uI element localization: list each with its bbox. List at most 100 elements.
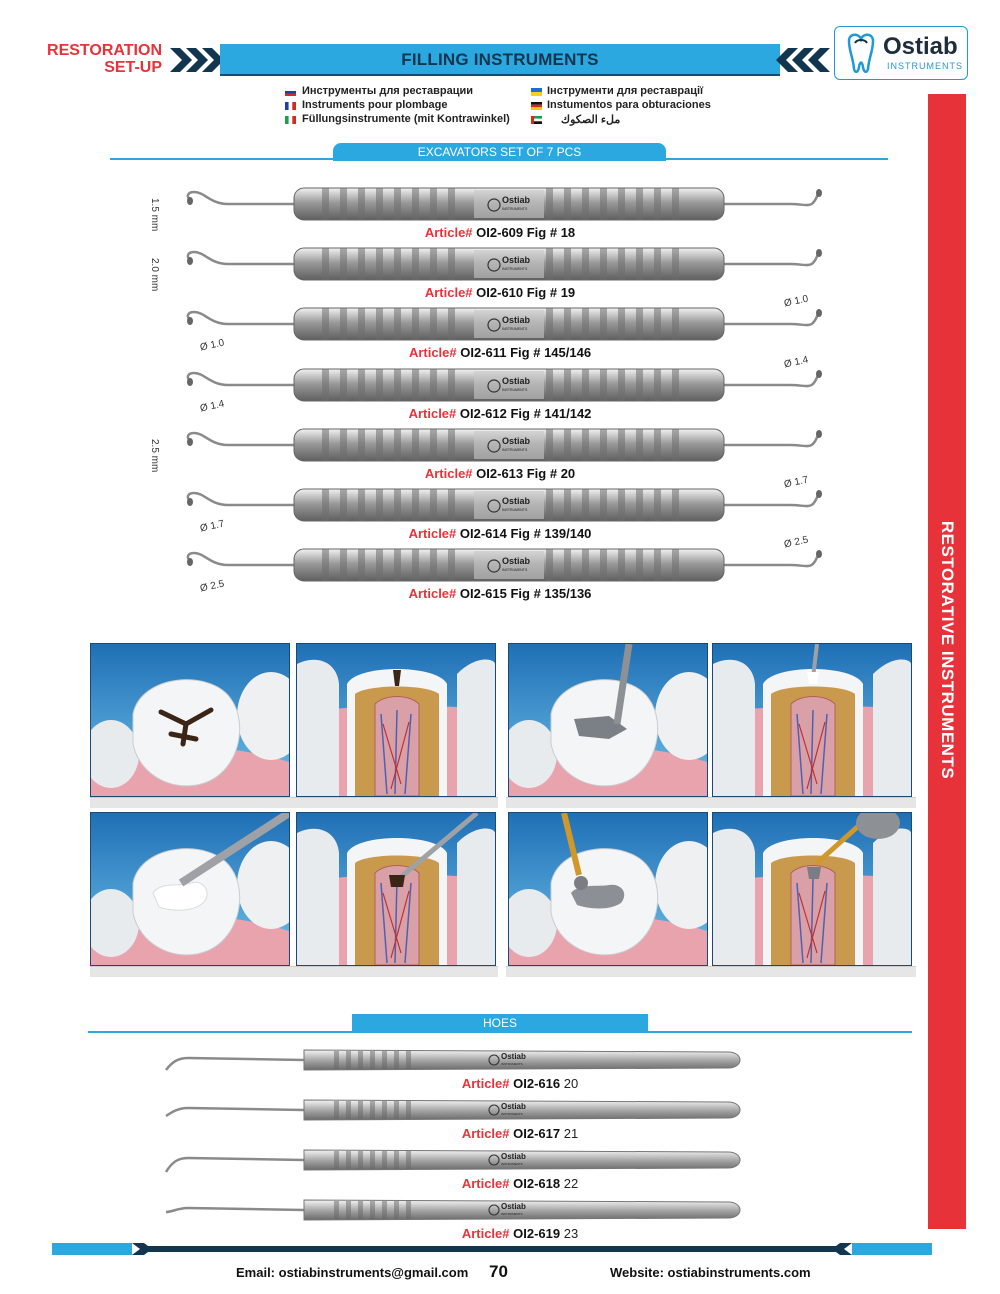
lang-fr: Instruments pour plombage [302,99,448,111]
handle-brand-text: Ostiab [502,255,531,265]
handle-brand-text: Ostiab [501,1052,526,1061]
tooth-section-illustration [712,812,912,966]
measurement-label: 2.5 mm [149,438,160,473]
handle-brand-text: Ostiab [501,1202,526,1211]
article-prefix: Article# [461,1226,514,1241]
article-label: Article# OI2-618 22 [400,1176,640,1191]
handle-brand-text: Ostiab [502,436,531,446]
article-label: Article# OI2-610 Fig # 19 [300,285,700,300]
handle-brand-text: Ostiab [501,1102,526,1111]
france-flag-icon [285,102,296,110]
section-label-line1: RESTORATION [47,42,162,59]
footer-email: Email: ostiabinstruments@gmail.com [236,1265,469,1280]
article-label: Article# OI2-615 Fig # 135/136 [300,586,700,601]
logo-name: Ostiab [883,33,958,60]
article-label: Article# OI2-612 Fig # 141/142 [300,406,700,421]
article-code: OI2-619 [513,1226,564,1241]
handle-brand-subtext: INSTRUMENTS [502,508,528,512]
lang-ar: ملء الصكوك [561,114,621,126]
figure-number: 20 [563,1076,579,1091]
section-label-line2: SET-UP [104,59,162,76]
tooth-section-illustration [712,643,912,797]
article-label: Article# OI2-614 Fig # 139/140 [300,526,700,541]
handle-brand-text: Ostiab [502,496,531,506]
ukraine-flag-icon [531,88,542,96]
logo-subtitle: INSTRUMENTS [887,61,963,71]
section-label: RESTORATION SET-UP [40,42,162,76]
article-code: OI2-616 [513,1076,564,1091]
article-code: OI2-613 Fig # 20 [476,465,576,481]
article-prefix: Article# [408,345,461,361]
handle-brand-text: Ostiab [501,1152,526,1161]
article-prefix: Article# [424,225,477,240]
germany-flag-icon [531,102,542,110]
header-title-bar: FILLING INSTRUMENTS [170,44,830,76]
article-label: Article# OI2-611 Fig # 145/146 [300,345,700,360]
article-code: OI2-618 [513,1176,564,1191]
article-label: Article# OI2-616 20 [400,1076,640,1091]
handle-brand-subtext: INSTRUMENTS [501,1212,523,1216]
page-title: FILLING INSTRUMENTS [401,50,599,69]
italy-flag-icon [285,116,296,124]
handle-brand-subtext: INSTRUMENTS [502,448,528,452]
article-prefix: Article# [461,1076,514,1091]
tooth-illustration [508,812,708,966]
section-divider [88,1031,912,1033]
brand-logo: Ostiab INSTRUMENTS [834,26,968,80]
figure-number: 22 [563,1176,579,1191]
hoes-heading: HOES [352,1014,648,1032]
handle-brand-text: Ostiab [502,376,531,386]
handle-brand-subtext: INSTRUMENTS [502,388,528,392]
handle-brand-subtext: INSTRUMENTS [501,1162,523,1166]
article-code: OI2-615 Fig # 135/136 [459,586,592,602]
panel-shelf [90,797,498,808]
article-code: OI2-614 Fig # 139/140 [459,526,592,541]
panel-shelf [506,966,916,977]
article-prefix: Article# [461,1176,514,1191]
panel-shelf [90,966,498,977]
chevron-right-icon [170,48,224,72]
article-prefix: Article# [408,586,460,602]
article-code: OI2-611 Fig # 145/146 [460,345,592,361]
handle-brand-subtext: INSTRUMENTS [501,1062,523,1066]
handle-brand-text: Ostiab [502,315,531,325]
article-code: OI2-609 Fig # 18 [476,225,576,240]
tooth-logo-icon [847,33,875,73]
lang-de: Füllungsinstrumente (mit Kontrawinkel) [302,113,510,125]
article-prefix: Article# [408,405,460,421]
tooth-section-illustration [296,812,496,966]
article-code: OI2-612 Fig # 141/142 [459,405,592,421]
panel-shelf [506,797,916,808]
tooth-illustration [508,643,708,797]
handle-brand-subtext: INSTRUMENTS [501,1112,523,1116]
handle-brand-text: Ostiab [502,195,531,205]
handle-brand-subtext: INSTRUMENTS [502,267,528,271]
article-prefix: Article# [408,526,460,541]
footer-website: Website: ostiabinstruments.com [610,1265,811,1280]
lang-ua: Інструменти для реставрації [547,85,704,97]
article-label: Article# OI2-609 Fig # 18 [300,225,700,240]
uae-flag-icon [531,116,542,124]
article-label: Article# OI2-613 Fig # 20 [300,466,700,481]
measurement-label: 2.0 mm [149,258,160,292]
lang-es: Instumentos para obturaciones [547,99,711,111]
handle-brand-subtext: INSTRUMENTS [502,207,528,211]
article-code: OI2-617 [513,1126,564,1141]
page-number: 70 [489,1262,508,1281]
measurement-label: 1.5 mm [149,198,160,232]
article-label: Article# OI2-617 21 [400,1126,640,1141]
article-prefix: Article# [424,285,477,301]
article-label: Article# OI2-619 23 [400,1226,640,1241]
category-side-bar [928,94,966,1229]
category-side-label: RESTORATIVE INSTRUMENTS [938,520,957,780]
